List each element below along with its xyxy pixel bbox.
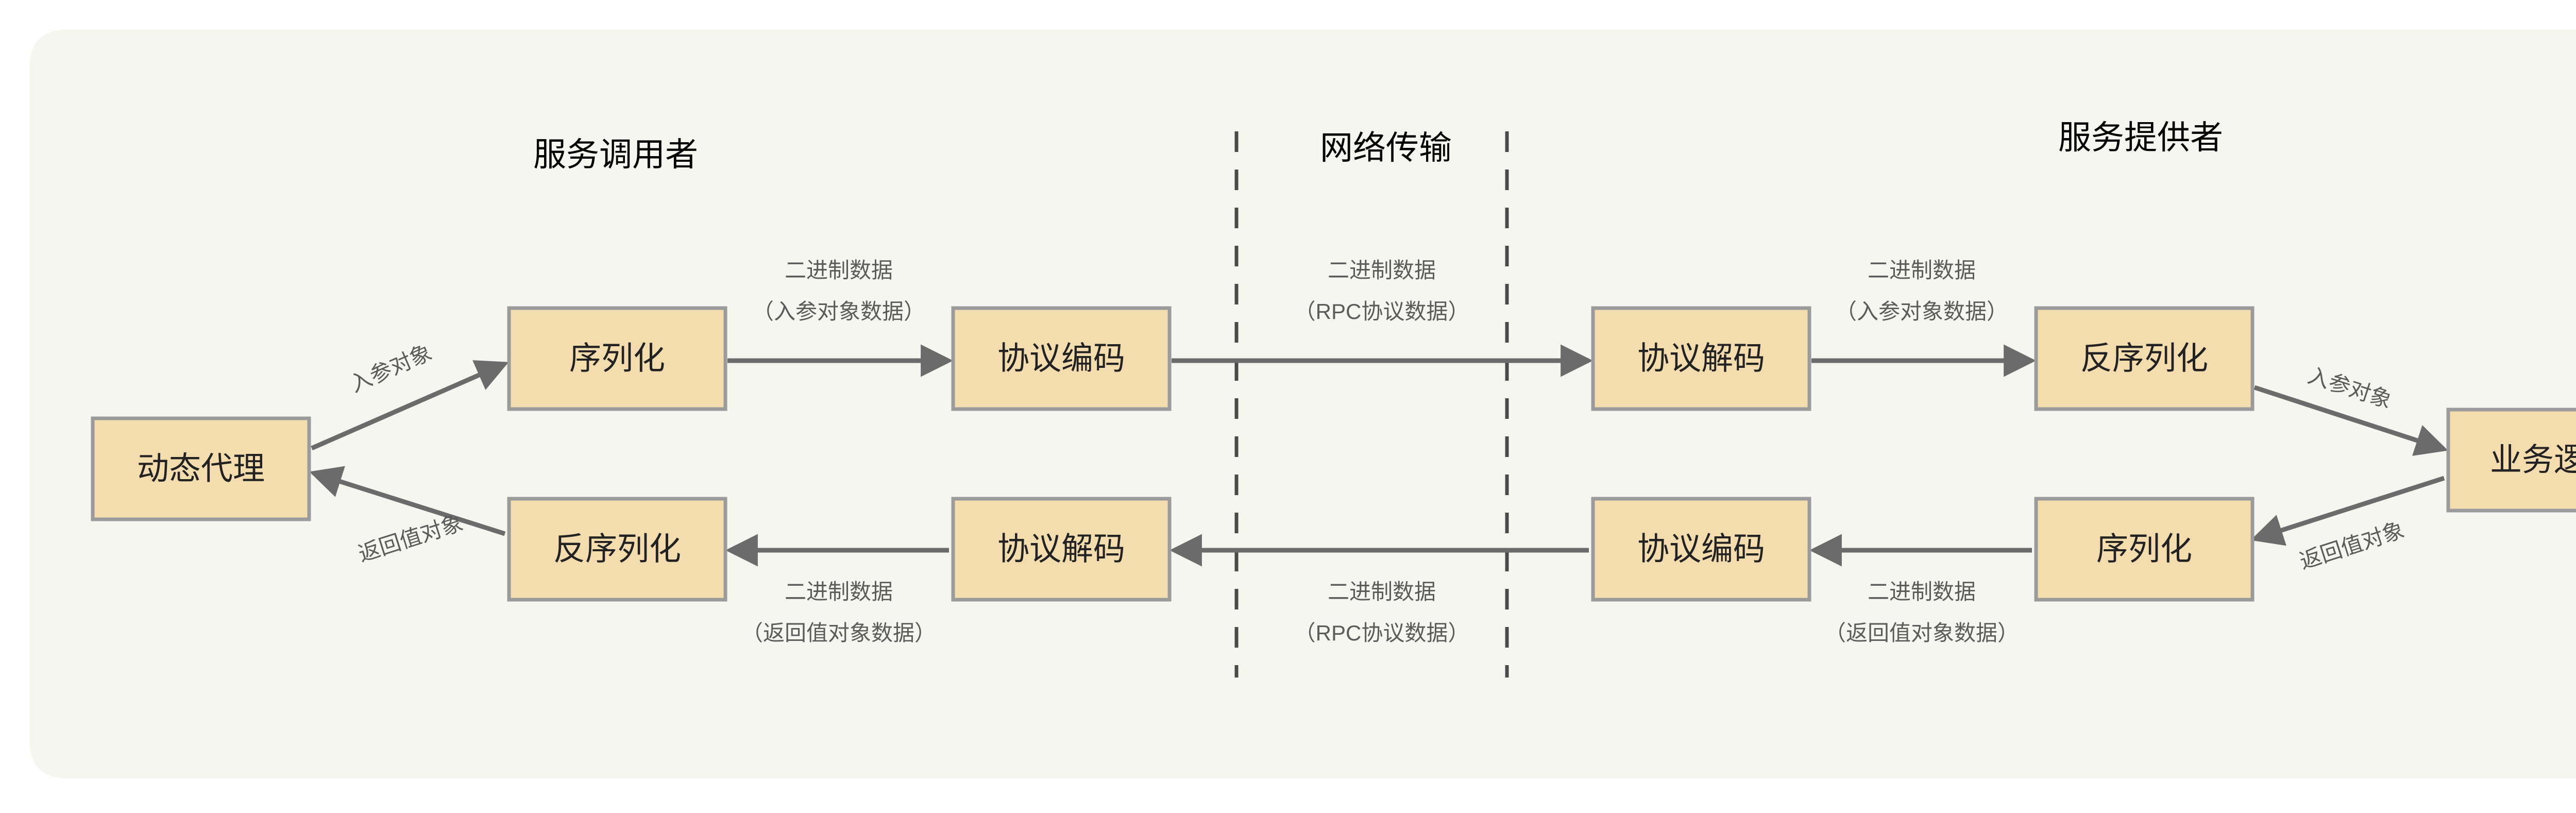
node-protocol-decode-back[interactable]: 协议解码 — [951, 497, 1172, 602]
node-business-logic[interactable]: 业务逻辑 — [2446, 408, 2576, 513]
edge-proxy-to-serialize: 入参对象 — [311, 340, 509, 451]
node-deserialize-provider-label: 反序列化 — [2080, 341, 2208, 376]
edge-encode-to-decode-label-line2: （RPC协议数据） — [1294, 299, 1470, 324]
edge-proxy-to-serialize-line — [311, 360, 509, 451]
node-dynamic-proxy[interactable]: 动态代理 — [91, 416, 311, 521]
edge-serialize-to-encode-label-line1: 二进制数据 — [785, 258, 893, 282]
node-protocol-decode-in-label: 协议解码 — [1637, 341, 1765, 376]
edge-deserialize-to-business: 入参对象 — [2253, 363, 2448, 456]
lane-title-provider: 服务提供者 — [2058, 119, 2223, 156]
lane-title-network: 网络传输 — [1320, 129, 1452, 166]
node-protocol-encode-back-label: 协议编码 — [1637, 531, 1765, 567]
edge-deserialize-caller-to-proxy: 返回值对象 — [309, 466, 506, 566]
node-dynamic-proxy-rect[interactable] — [91, 416, 311, 521]
edge-deserialize-to-business-label: 入参对象 — [2305, 363, 2395, 413]
node-serialize-provider-label: 序列化 — [2096, 531, 2192, 567]
node-protocol-encode-back-rect[interactable] — [1591, 497, 1811, 602]
node-business-logic-label: 业务逻辑 — [2490, 442, 2576, 478]
node-deserialize-caller-rect[interactable] — [507, 497, 727, 602]
edge-business-to-serialize: 返回值对象 — [2250, 476, 2445, 573]
node-protocol-decode-in-rect[interactable] — [1591, 306, 1811, 411]
node-serialize-provider[interactable]: 序列化 — [2034, 497, 2255, 602]
edge-serialize-to-encode-back-label-line1: 二进制数据 — [1868, 580, 1976, 604]
node-serialize-provider-rect[interactable] — [2034, 497, 2255, 602]
edge-decode-back-to-deserialize-caller-label-line2: （返回值对象数据） — [741, 621, 936, 645]
edge-serialize-to-encode-back-label-line2: （返回值对象数据） — [1824, 621, 2019, 645]
node-protocol-encode-out-rect[interactable] — [951, 306, 1172, 411]
node-deserialize-provider[interactable]: 反序列化 — [2034, 306, 2255, 411]
edge-deserialize-caller-to-proxy-label: 返回值对象 — [355, 511, 466, 566]
node-deserialize-caller-label: 反序列化 — [553, 531, 681, 567]
node-dynamic-proxy-label: 动态代理 — [137, 451, 265, 486]
node-protocol-decode-back-rect[interactable] — [951, 497, 1172, 602]
edge-encode-to-decode-label-line1: 二进制数据 — [1328, 258, 1436, 282]
edge-decode-to-deserialize: 二进制数据 （入参对象数据） — [1811, 258, 2037, 377]
edge-serialize-to-encode-back: 二进制数据 （返回值对象数据） — [1809, 534, 2032, 645]
node-serialize-caller-rect[interactable] — [507, 306, 727, 411]
nodes: 动态代理 序列化 协议编码 协议解码 反序列化 业务逻辑 — [91, 306, 2576, 602]
node-serialize-caller[interactable]: 序列化 — [507, 306, 727, 411]
edge-encode-back-to-decode-back-label-line2: （RPC协议数据） — [1294, 621, 1470, 645]
node-protocol-decode-back-label: 协议解码 — [997, 531, 1125, 567]
edge-deserialize-to-business-line — [2253, 385, 2448, 456]
edge-encode-back-to-decode-back: 二进制数据 （RPC协议数据） — [1169, 534, 1589, 645]
node-protocol-decode-in[interactable]: 协议解码 — [1591, 306, 1811, 411]
lane-titles: 服务调用者 网络传输 服务提供者 — [533, 119, 2223, 173]
lane-title-caller: 服务调用者 — [533, 136, 698, 173]
node-serialize-caller-label: 序列化 — [569, 341, 665, 376]
edge-decode-back-to-deserialize-caller-label-line1: 二进制数据 — [785, 580, 893, 604]
edge-decode-to-deserialize-label-line2: （入参对象数据） — [1835, 299, 2008, 324]
edges: 入参对象 二进制数据 （入参对象数据） 二进制数据 （RPC协议数据） 二进制数… — [309, 258, 2448, 645]
edge-encode-back-to-decode-back-label-line1: 二进制数据 — [1328, 580, 1436, 604]
network-dividers — [1234, 131, 1509, 678]
edge-business-to-serialize-line — [2250, 476, 2445, 546]
node-business-logic-rect[interactable] — [2446, 408, 2576, 513]
node-protocol-encode-out[interactable]: 协议编码 — [951, 306, 1172, 411]
node-protocol-encode-back[interactable]: 协议编码 — [1591, 497, 1811, 602]
edge-decode-to-deserialize-label-line1: 二进制数据 — [1868, 258, 1976, 282]
node-deserialize-caller[interactable]: 反序列化 — [507, 497, 727, 602]
node-deserialize-provider-rect[interactable] — [2034, 306, 2255, 411]
node-protocol-encode-out-label: 协议编码 — [997, 341, 1125, 376]
edge-business-to-serialize-label: 返回值对象 — [2297, 517, 2407, 573]
edge-serialize-to-encode-label-line2: （入参对象数据） — [752, 299, 925, 324]
edge-serialize-to-encode: 二进制数据 （入参对象数据） — [727, 258, 954, 377]
edge-decode-back-to-deserialize-caller: 二进制数据 （返回值对象数据） — [725, 534, 949, 645]
edge-proxy-to-serialize-label: 入参对象 — [346, 340, 435, 397]
edge-encode-to-decode: 二进制数据 （RPC协议数据） — [1172, 258, 1594, 377]
edge-deserialize-caller-to-proxy-line — [309, 466, 506, 536]
